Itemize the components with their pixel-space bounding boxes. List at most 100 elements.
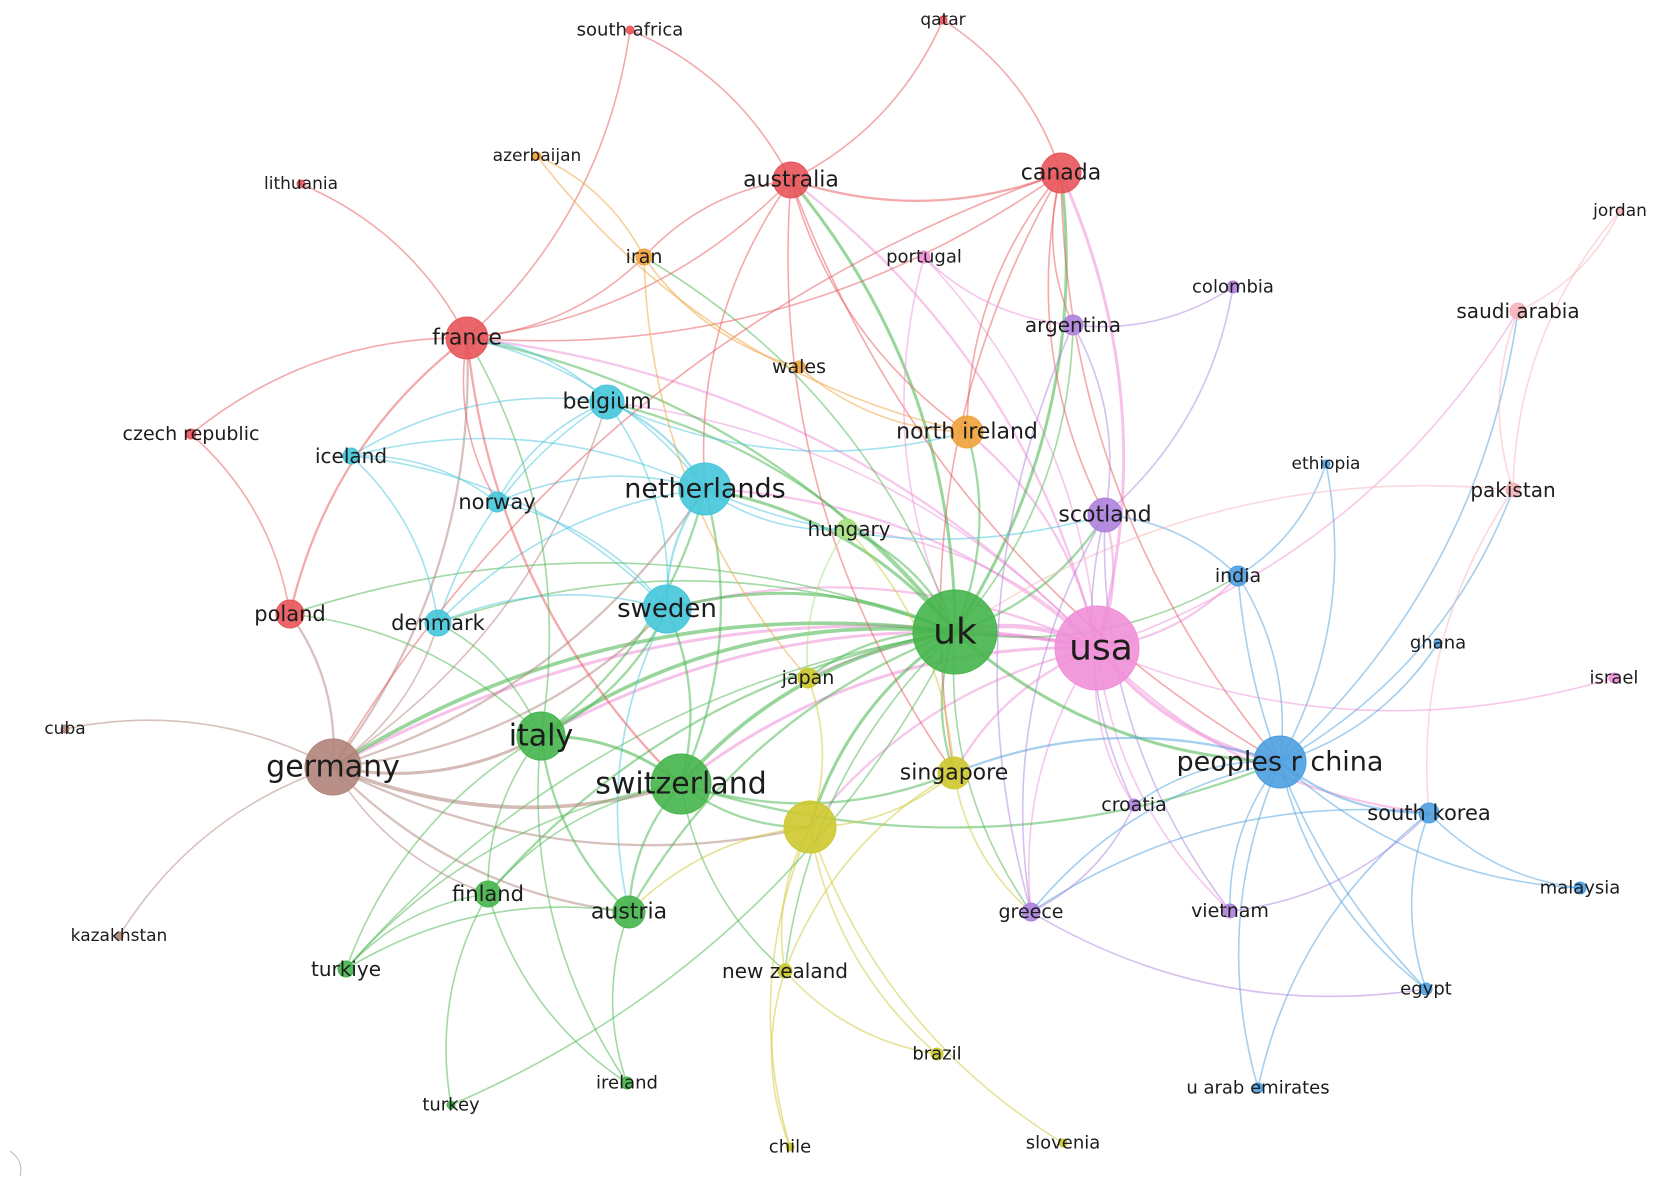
node-label-norway: norway	[458, 490, 535, 514]
edge-france-poland	[288, 336, 469, 616]
node-peoples-r-china[interactable]	[1253, 735, 1307, 789]
node-ghana[interactable]	[1433, 638, 1443, 648]
node-india[interactable]	[1227, 565, 1249, 587]
node-denmark[interactable]	[424, 609, 452, 637]
node-ireland[interactable]	[620, 1076, 634, 1090]
node-north-ireland[interactable]	[950, 415, 984, 449]
node-saudi-arabia[interactable]	[1509, 302, 1527, 320]
node-scotland[interactable]	[1087, 497, 1123, 533]
node-label-azerbaijan: azerbaijan	[493, 146, 582, 166]
node-ethiopia[interactable]	[1321, 459, 1331, 469]
edge-portugal-uk	[903, 256, 956, 633]
node-usa[interactable]	[1054, 605, 1140, 691]
node-south-africa[interactable]	[625, 25, 635, 35]
node-hungary[interactable]	[836, 518, 858, 540]
node-lithuania[interactable]	[296, 179, 306, 189]
edge-peoples-r-china-india	[1237, 575, 1284, 763]
node-pakistan[interactable]	[1505, 482, 1521, 498]
node-netherlands[interactable]	[678, 462, 732, 516]
edge-australia-singapore	[787, 179, 955, 774]
edge-south-korea-egypt	[1410, 812, 1430, 990]
node-egypt[interactable]	[1419, 982, 1433, 996]
node-label-india: india	[1215, 565, 1261, 587]
node-slovenia[interactable]	[1058, 1138, 1068, 1148]
edge-peoples-r-china-singapore	[952, 736, 1282, 775]
node-austria[interactable]	[612, 895, 646, 929]
edge-vietnam-south-korea	[1229, 812, 1430, 912]
node-japan[interactable]	[797, 667, 819, 689]
node-wales[interactable]	[792, 360, 806, 374]
node-canada[interactable]	[1040, 152, 1082, 194]
node-czech-republic[interactable]	[185, 428, 197, 440]
node-germany[interactable]	[304, 738, 362, 796]
node-unlabeled-yellow[interactable]	[783, 800, 837, 854]
node-label-iran: iran	[626, 246, 663, 268]
node-new-zealand[interactable]	[777, 963, 793, 979]
node-uk[interactable]	[912, 589, 998, 675]
node-label-netherlands: netherlands	[624, 474, 786, 505]
edge-italy-turkiye	[345, 735, 542, 970]
node-south-korea[interactable]	[1418, 802, 1440, 824]
edge-finland-turkiye	[345, 893, 489, 970]
node-sweden[interactable]	[642, 584, 692, 634]
node-label-belgium: belgium	[562, 390, 651, 415]
node-portugal[interactable]	[917, 250, 931, 264]
node-label-pakistan: pakistan	[1470, 478, 1555, 502]
edge-hungary-japan	[806, 528, 848, 679]
edge-india-egypt	[1237, 575, 1427, 990]
edge-azerbaijan-north-ireland	[536, 155, 968, 433]
edge-uk-france	[465, 336, 957, 634]
node-croatia[interactable]	[1127, 798, 1141, 812]
node-switzerland[interactable]	[650, 753, 712, 815]
node-poland[interactable]	[275, 599, 305, 629]
node-norway[interactable]	[486, 491, 508, 513]
node-malaysia[interactable]	[1573, 881, 1587, 895]
node-brazil[interactable]	[930, 1047, 944, 1061]
node-italy[interactable]	[516, 711, 566, 761]
edge-germany-finland	[332, 766, 489, 895]
node-qatar[interactable]	[938, 15, 948, 25]
edge-canada-north-ireland	[966, 172, 1062, 433]
edge-finland-turkey	[445, 893, 489, 1106]
edge-france-switzerland	[465, 336, 683, 786]
node-iran[interactable]	[635, 248, 653, 266]
node-belgium[interactable]	[589, 384, 625, 420]
node-chile[interactable]	[785, 1142, 795, 1152]
edge-scotland-colombia	[1104, 286, 1234, 516]
edge-australia-north-ireland	[790, 179, 968, 433]
node-australia[interactable]	[772, 161, 810, 199]
edge-saudi-arabia-pakistan	[1498, 310, 1519, 491]
node-label-lithuania: lithuania	[264, 174, 338, 194]
node-iceland[interactable]	[342, 447, 360, 465]
node-israel[interactable]	[1608, 672, 1620, 684]
node-argentina[interactable]	[1062, 314, 1084, 336]
node-label-egypt: egypt	[1400, 979, 1452, 1000]
edge-belgium-iceland	[350, 397, 608, 457]
node-vietnam[interactable]	[1222, 903, 1238, 919]
node-france[interactable]	[445, 316, 489, 360]
edge-scotland-greece	[1021, 514, 1106, 913]
node-label-japan: japan	[781, 667, 835, 689]
node-azerbaijan[interactable]	[532, 151, 542, 161]
node-kazakhstan[interactable]	[114, 931, 124, 941]
node-colombia[interactable]	[1226, 280, 1240, 294]
edge-italy-poland	[289, 613, 542, 737]
edge-peoples-r-china-egypt	[1279, 761, 1427, 990]
node-finland[interactable]	[474, 880, 502, 908]
node-label-slovenia: slovenia	[1026, 1133, 1101, 1154]
node-cuba[interactable]	[60, 724, 70, 734]
edge-belgium-norway	[496, 401, 608, 503]
node-jordan[interactable]	[1615, 206, 1625, 216]
edge-canada-peoples-r-china	[1060, 172, 1281, 763]
edge-uk-iran	[643, 256, 956, 633]
node-turkiye[interactable]	[337, 960, 355, 978]
node-greece[interactable]	[1021, 902, 1041, 922]
node-u-arab-emirates[interactable]	[1252, 1082, 1264, 1094]
corner-arc-decoration	[9, 1150, 22, 1177]
node-singapore[interactable]	[937, 756, 971, 790]
node-label-hungary: hungary	[807, 517, 890, 541]
node-label-colombia: colombia	[1192, 277, 1274, 298]
edge-usa-israel	[1096, 647, 1615, 712]
node-turkey[interactable]	[446, 1100, 456, 1110]
